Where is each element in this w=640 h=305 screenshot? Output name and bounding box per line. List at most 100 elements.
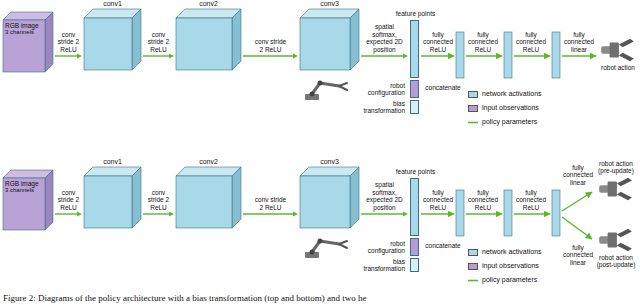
channel-count: 3 channels: [5, 29, 43, 36]
edge-label: conv stride 2 ReLU: [255, 38, 287, 53]
gripper-icon: [598, 175, 634, 203]
column-label: feature points: [394, 10, 438, 17]
cube-faces: [176, 167, 241, 228]
robot-arm-icon: [305, 239, 347, 259]
conv-arrow: [143, 212, 174, 217]
edge-label: conv stride 2 ReLU: [145, 31, 173, 53]
cube-faces: [3, 170, 53, 230]
cube-faces: [300, 9, 359, 70]
fc-arrows: [421, 56, 596, 239]
cube-faces: [300, 167, 359, 228]
activation-column: robot configuration: [410, 80, 419, 98]
image-title: RGB image: [5, 180, 43, 187]
conv-arrow: [361, 212, 408, 217]
conv-arrow: [143, 54, 174, 59]
legend-line-sample: [468, 119, 478, 126]
cube-faces: [176, 9, 241, 70]
column-label: robot configuration: [355, 240, 405, 255]
activation-column: feature points: [410, 20, 419, 78]
legend-row: policy parameters: [468, 118, 537, 126]
input-image-box: RGB image3 channels: [3, 20, 45, 72]
conv-arrow: [243, 212, 298, 217]
layer-label: conv3: [300, 158, 359, 166]
gripper-holder: [594, 175, 638, 203]
annotation-label: fully connected ReLU: [421, 189, 455, 211]
activation-column: bias transformation: [410, 100, 419, 114]
legend-row: input observations: [468, 104, 539, 112]
legend-row: network activations: [468, 248, 542, 256]
gripper-holder: [594, 226, 638, 254]
robot-arm-icon: [305, 81, 347, 101]
image-text-area: RGB image3 channels: [3, 178, 45, 196]
legend-text: policy parameters: [482, 276, 537, 284]
edge-label: conv stride 2 ReLU: [55, 189, 83, 211]
conv-arrow: [55, 54, 82, 59]
legend-swatch: [468, 249, 478, 256]
image-title: RGB image: [5, 22, 43, 29]
annotation-label: concatenate: [423, 242, 463, 249]
action-label: robot action (post-update): [594, 254, 638, 269]
edge-label: spatial softmax, expected 2D position: [363, 23, 407, 53]
annotation-label: fully connected linear: [561, 164, 595, 186]
annotation-label: fully connected linear: [562, 31, 596, 53]
legend-text: network activations: [482, 248, 542, 256]
edge-label: conv stride 2 ReLU: [145, 189, 173, 211]
conv-layer-box: conv2: [176, 18, 232, 70]
edge-label: spatial softmax, expected 2D position: [363, 181, 407, 211]
legend-swatch: [468, 263, 478, 270]
activation-column: robot configuration: [410, 238, 419, 256]
legend-swatch: [468, 105, 478, 112]
conv-layer-box: conv3: [300, 18, 350, 70]
legend-text: policy parameters: [482, 118, 537, 126]
annotation-label: fully connected ReLU: [514, 31, 548, 53]
input-image-box: RGB image3 channels: [3, 178, 45, 230]
annotation-label: fully connected linear: [561, 244, 595, 266]
conv-arrow: [55, 212, 82, 217]
legend-swatch: [468, 91, 478, 98]
edge-label: conv stride 2 ReLU: [55, 31, 83, 53]
layer-label: conv3: [300, 0, 359, 8]
layer-label: conv1: [84, 158, 141, 166]
conv-layer-box: conv2: [176, 176, 232, 228]
gripper-icon: [600, 36, 636, 64]
conv-arrow: [361, 54, 408, 59]
robot-action-node: robot action (post-update): [594, 226, 638, 269]
legend-line-sample: [468, 277, 478, 284]
column-label: robot configuration: [355, 82, 405, 97]
channel-count: 3 channels: [5, 187, 43, 194]
layer-label: conv2: [176, 0, 241, 8]
edge-label: conv stride 2 ReLU: [255, 196, 287, 211]
layer-label: conv1: [84, 0, 141, 8]
action-label: robot action: [598, 64, 638, 71]
legend-text: input observations: [482, 104, 539, 112]
action-label: robot action (pre-update): [594, 160, 638, 175]
gripper-holder: [598, 36, 638, 64]
cube-faces: [84, 9, 141, 70]
activation-column: feature points: [410, 178, 419, 236]
annotation-label: fully connected ReLU: [514, 189, 548, 211]
robot-action-node: robot action: [598, 36, 638, 71]
annotation-label: fully connected ReLU: [466, 189, 500, 211]
robot-action-node: robot action (pre-update): [594, 160, 638, 203]
conv-arrow: [243, 54, 298, 59]
layer-label: conv2: [176, 158, 241, 166]
cube-faces: [3, 12, 53, 72]
activation-column: bias transformation: [410, 258, 419, 272]
conv-layer-box: conv3: [300, 176, 350, 228]
annotation-label: concatenate: [423, 84, 463, 91]
conv-layer-box: conv1: [84, 176, 132, 228]
gripper-icon: [598, 226, 634, 254]
column-label: bias transformation: [355, 258, 405, 273]
legend-text: input observations: [482, 262, 539, 270]
hidden-layer-columns: [456, 32, 560, 236]
column-label: feature points: [394, 168, 438, 175]
conv-layer-box: conv1: [84, 18, 132, 70]
legend-row: input observations: [468, 262, 539, 270]
legend-row: network activations: [468, 90, 542, 98]
column-label: bias transformation: [355, 100, 405, 115]
annotation-label: fully connected ReLU: [421, 31, 455, 53]
cube-faces: [84, 167, 141, 228]
legend-row: policy parameters: [468, 276, 537, 284]
image-text-area: RGB image3 channels: [3, 20, 45, 38]
